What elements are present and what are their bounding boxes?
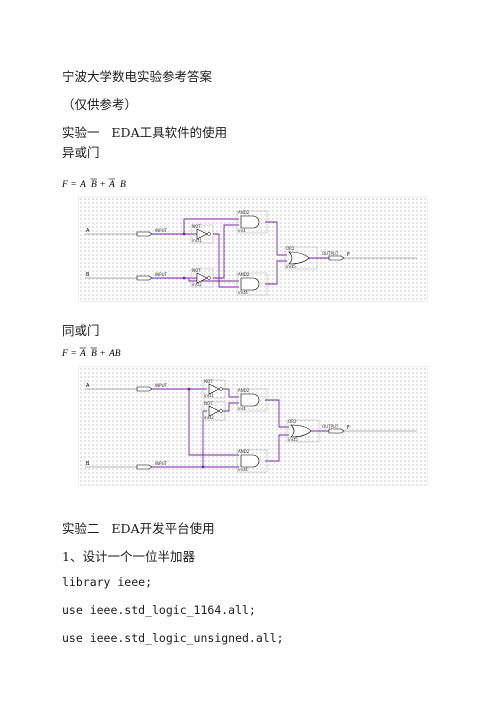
svg-text:NOT: NOT xyxy=(204,379,213,384)
code-line-2: use ieee.std_logic_1164.all; xyxy=(62,603,256,617)
or-gate: OR2 inst5 xyxy=(286,419,320,443)
svg-text:A: A xyxy=(79,349,86,359)
svg-text:AND2: AND2 xyxy=(238,210,250,215)
svg-text:OR2: OR2 xyxy=(286,246,295,251)
svg-text:+: + xyxy=(100,349,105,359)
input-pin-a: A INPUT xyxy=(85,383,168,392)
svg-text:=: = xyxy=(71,180,76,190)
not-gate-2: NOT inst2 xyxy=(202,401,226,421)
and-gate-2: AND2 inst4 xyxy=(236,449,268,473)
svg-text:OUTPUT: OUTPUT xyxy=(322,424,339,429)
svg-text:A: A xyxy=(86,383,90,389)
doc-subtitle: （仅供参考） xyxy=(62,97,138,112)
xor-schematic: A INPUT B INPUT xyxy=(78,196,428,302)
svg-text:B: B xyxy=(91,180,97,190)
and-gate-1: AND2 inst xyxy=(236,388,268,412)
output-pin-f: OUTPUT F xyxy=(311,424,417,434)
xor-title: 异或门 xyxy=(62,145,100,160)
exp2-heading: 实验二 EDA开发平台使用 xyxy=(62,521,215,536)
svg-text:AND2: AND2 xyxy=(238,388,250,393)
svg-text:B: B xyxy=(86,461,90,467)
svg-text:OR2: OR2 xyxy=(288,419,297,424)
input-pin-a: A INPUT xyxy=(85,228,168,237)
svg-text:INPUT: INPUT xyxy=(155,383,168,388)
pin-label-a: A xyxy=(86,228,90,234)
not-gate-1: NOT inst1 xyxy=(202,379,226,399)
and-gate-2: AND2 inst4 xyxy=(236,272,268,296)
svg-text:AND2: AND2 xyxy=(238,449,250,454)
svg-text:NOT: NOT xyxy=(192,224,201,229)
svg-text:B: B xyxy=(120,180,126,190)
svg-text:inst5: inst5 xyxy=(286,264,296,269)
svg-text:F: F xyxy=(62,349,68,359)
not-gate-1: NOT inst1 xyxy=(190,224,214,244)
doc-title: 宁波大学数电实验参考答案 xyxy=(62,69,213,84)
svg-text:=: = xyxy=(71,349,76,359)
svg-text:A: A xyxy=(79,180,86,190)
pin-label-b: B xyxy=(86,272,90,278)
exp2-task1: 1、设计一个一位半加器 xyxy=(62,549,195,564)
code-line-3: use ieee.std_logic_unsigned.all; xyxy=(62,631,284,645)
xnor-schematic: A INPUT B INPUT NOT inst1 xyxy=(78,366,428,486)
code-line-1: library ieee; xyxy=(62,575,153,589)
svg-text:inst2: inst2 xyxy=(192,282,202,287)
svg-text:inst1: inst1 xyxy=(204,393,214,398)
svg-text:inst4: inst4 xyxy=(238,467,248,472)
xor-formula: F = A B + A B xyxy=(61,176,152,193)
svg-text:+: + xyxy=(100,180,105,190)
svg-text:OUTPUT: OUTPUT xyxy=(322,251,339,256)
input-tag-a: INPUT xyxy=(155,228,168,233)
svg-text:inst2: inst2 xyxy=(204,415,214,420)
input-tag-b: INPUT xyxy=(155,272,168,277)
svg-text:A: A xyxy=(108,180,115,190)
exp1-heading: 实验一 EDA工具软件的使用 xyxy=(62,125,228,140)
svg-text:inst5: inst5 xyxy=(288,437,298,442)
svg-text:F: F xyxy=(347,425,350,431)
svg-text:AND2: AND2 xyxy=(238,272,250,277)
and-gate-1: AND2 inst xyxy=(236,210,268,234)
svg-text:AB: AB xyxy=(108,349,121,359)
svg-text:NOT: NOT xyxy=(192,268,201,273)
or-gate: OR2 inst5 xyxy=(284,246,318,270)
not-gate-2: NOT inst2 xyxy=(190,268,214,288)
svg-text:inst1: inst1 xyxy=(192,238,202,243)
xnor-title: 同或门 xyxy=(62,323,100,338)
input-pin-b: B INPUT xyxy=(85,461,168,470)
xnor-formula: F = A B + AB xyxy=(61,345,152,362)
svg-text:F: F xyxy=(347,252,350,258)
input-pin-b: B INPUT xyxy=(85,272,168,281)
svg-text:inst: inst xyxy=(238,406,246,411)
svg-text:inst4: inst4 xyxy=(238,290,248,295)
svg-text:INPUT: INPUT xyxy=(155,461,168,466)
output-pin-f: OUTPUT F xyxy=(309,251,417,261)
svg-text:inst: inst xyxy=(238,228,246,233)
svg-text:F: F xyxy=(62,180,68,190)
svg-text:B: B xyxy=(91,349,97,359)
svg-text:NOT: NOT xyxy=(204,401,213,406)
